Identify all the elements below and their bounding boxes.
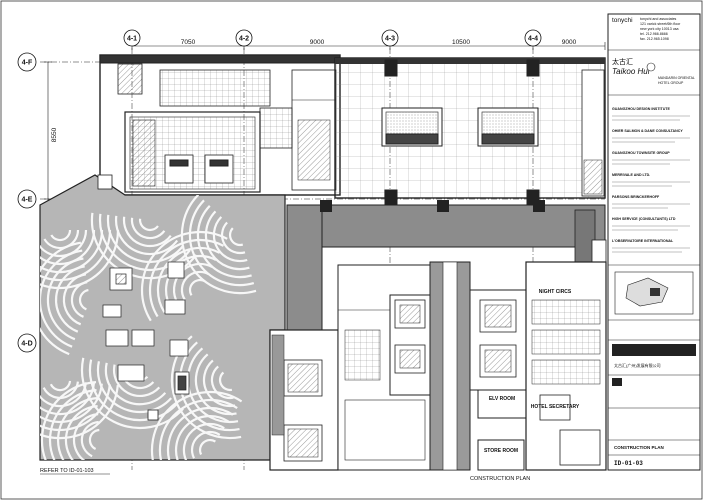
floor-swirl	[80, 420, 99, 458]
firm-line-3: new york city 10013 usa	[640, 27, 679, 31]
brand-script: Taikoo Hui	[612, 67, 650, 76]
floor-swirl	[48, 389, 97, 460]
central-core	[269, 261, 607, 471]
floor-swirl	[40, 382, 95, 416]
refer-note: REFER TO ID-01-103	[40, 468, 94, 474]
room-label-night-circs: NIGHT CIRCS	[539, 289, 572, 295]
room-label-secretary: HOTEL SECRETARY	[531, 404, 580, 410]
floor-swirl	[54, 265, 85, 333]
firm-line-4: tel. 212.966.8666	[640, 32, 668, 36]
floor-swirl	[88, 428, 100, 450]
floor-swirl	[166, 406, 234, 460]
floor-swirl	[40, 229, 120, 289]
floor-swirl	[188, 278, 206, 296]
dim-4: 9000	[562, 39, 577, 46]
consultant-2: OHIER SALMON & DANE CONSULTANCY	[612, 129, 683, 133]
owner-chinese: 太古汇(广州)发展有限公司	[614, 362, 661, 368]
floor-swirl	[72, 413, 99, 460]
floor-swirl	[198, 438, 216, 455]
dim-2: 9000	[310, 39, 325, 46]
side-dim-1: 8550	[51, 127, 58, 142]
floor-swirl	[210, 365, 234, 400]
floor-swirl	[220, 221, 246, 255]
firm-line-1: tonychi and associates	[640, 17, 677, 21]
room-label-store: STORE ROOM	[484, 448, 518, 454]
grid-col-4-3: 4-3	[385, 36, 395, 43]
brand-chinese: 太古汇	[612, 57, 633, 66]
grid-row-4-E: 4-E	[22, 197, 33, 204]
firm-name: tonychi	[612, 17, 633, 24]
floor-swirl	[158, 398, 238, 460]
floor-swirl	[62, 273, 87, 326]
floor-swirl	[194, 353, 237, 416]
floor-swirl	[96, 361, 173, 414]
floor-swirl	[78, 289, 89, 311]
floor-swirl	[140, 231, 228, 322]
grid-row-4-D: 4-D	[21, 341, 32, 348]
floor-swirl	[138, 218, 159, 231]
floor-swirl	[40, 241, 82, 356]
consultant-6: HIGH SERVICE (CONSULTANTS) LTD	[612, 217, 676, 221]
floor-swirl	[40, 249, 83, 348]
column-bubbles	[123, 29, 542, 47]
brand-sub-2: HOTEL GROUP	[658, 81, 684, 85]
row-bubbles	[17, 52, 37, 353]
consultant-5: PARSONS BRINCKERHOFF	[612, 195, 660, 199]
construction-note: CONSTRUCTION PLAN	[470, 476, 530, 482]
floor-swirl	[40, 381, 97, 460]
floor-swirl	[70, 281, 88, 318]
floor-swirl	[180, 270, 210, 301]
consultant-4: MERRIVALE AND LTD.	[612, 173, 650, 177]
floor-swirl	[112, 364, 161, 398]
room-label-elv: ELV ROOM	[489, 396, 515, 402]
floor-swirl	[228, 227, 244, 247]
floor-swirl	[64, 405, 98, 460]
grid-col-4-2: 4-2	[239, 36, 249, 43]
floor-swirl	[218, 371, 233, 392]
floor-swirl	[46, 257, 84, 341]
floor-swirl	[191, 430, 221, 459]
upper-lobby	[334, 57, 606, 207]
floor-swirl	[40, 229, 112, 282]
dim-3: 10500	[452, 39, 470, 46]
floor-swirl	[156, 246, 221, 313]
consultant-3: GUANGZHOU TOWNSITE GROUP	[612, 151, 670, 155]
floor-swirl	[50, 229, 72, 242]
north-wing	[99, 54, 341, 196]
mandarin-fan-logo	[646, 62, 656, 72]
floor-swirl	[104, 362, 167, 406]
consultant-7: L'OBSERVATOIRE INTERNATIONAL	[612, 239, 674, 243]
floor-swirl	[182, 422, 225, 460]
title-block: tonychi tonychi and associates 121 varic…	[607, 13, 701, 471]
floor-swirl	[188, 199, 255, 287]
main-corridor	[286, 200, 607, 331]
floor-swirl	[148, 238, 225, 318]
grid-col-4-4: 4-4	[528, 36, 538, 43]
grid-row-4-F: 4-F	[22, 60, 33, 67]
floor-swirl	[57, 397, 98, 460]
grid-col-4-1: 4-1	[127, 36, 137, 43]
firm-line-2: 121 varick street/6th floor	[640, 22, 681, 26]
floor-swirl	[80, 357, 184, 430]
floor-swirl	[40, 385, 119, 440]
floor-swirl	[174, 414, 230, 460]
consultant-1: GUANGZHOU DESIGN INSTITUTE	[612, 107, 671, 111]
drawing-number: ID-01-03	[614, 460, 643, 467]
floor-swirl	[106, 214, 185, 264]
floor-swirl	[212, 216, 248, 263]
firm-line-5: fax. 212.965.1098	[640, 37, 669, 41]
brand-sub-1: MANDARIN ORIENTAL	[658, 76, 695, 80]
floor-swirl	[186, 347, 239, 424]
floor-swirl	[49, 380, 72, 392]
floor-swirl	[130, 217, 166, 240]
plan-title: CONSTRUCTION PLAN	[614, 445, 664, 450]
floor-swirl	[150, 390, 243, 460]
floor-swirl	[122, 216, 172, 248]
swirl-lobby	[39, 174, 286, 461]
dim-1: 7050	[181, 39, 196, 46]
floor-swirl	[114, 215, 179, 256]
floor-swirl	[204, 210, 250, 271]
